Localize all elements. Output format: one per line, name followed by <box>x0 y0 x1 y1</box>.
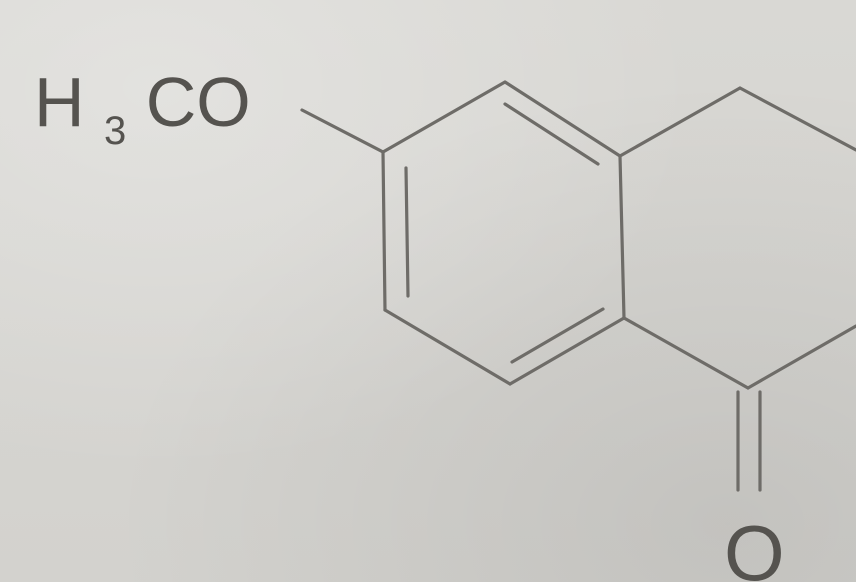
carbonyl-oxygen-label: O <box>724 509 785 582</box>
bond-ring-bottom-right <box>508 316 626 386</box>
bond-ring-top-left <box>381 80 507 154</box>
bond-ring-bottom-left <box>383 308 512 386</box>
bond-ring2-bottom-right <box>746 324 856 390</box>
bond-ring2-bottom-left <box>622 316 750 390</box>
atom-labels: H 3 CO O <box>34 63 785 582</box>
bond-ring2-top-right <box>738 86 856 152</box>
bond-ring-inner-bottom <box>510 307 605 364</box>
bonds <box>300 80 856 492</box>
bond-ring-top-right <box>503 80 622 158</box>
methoxy-label: H 3 CO <box>34 63 251 159</box>
bond-ring-inner-top <box>503 102 600 166</box>
bond-ring-right <box>618 154 626 320</box>
bond-ring2-top-left <box>618 86 742 158</box>
bond-ring-left <box>381 150 387 312</box>
bond-methoxy <box>300 108 385 154</box>
methoxy-subscript: 3 <box>104 109 126 153</box>
methoxy-co: CO <box>146 63 251 141</box>
methoxy-h: H <box>34 63 85 141</box>
bond-ring-inner-left <box>404 166 410 298</box>
